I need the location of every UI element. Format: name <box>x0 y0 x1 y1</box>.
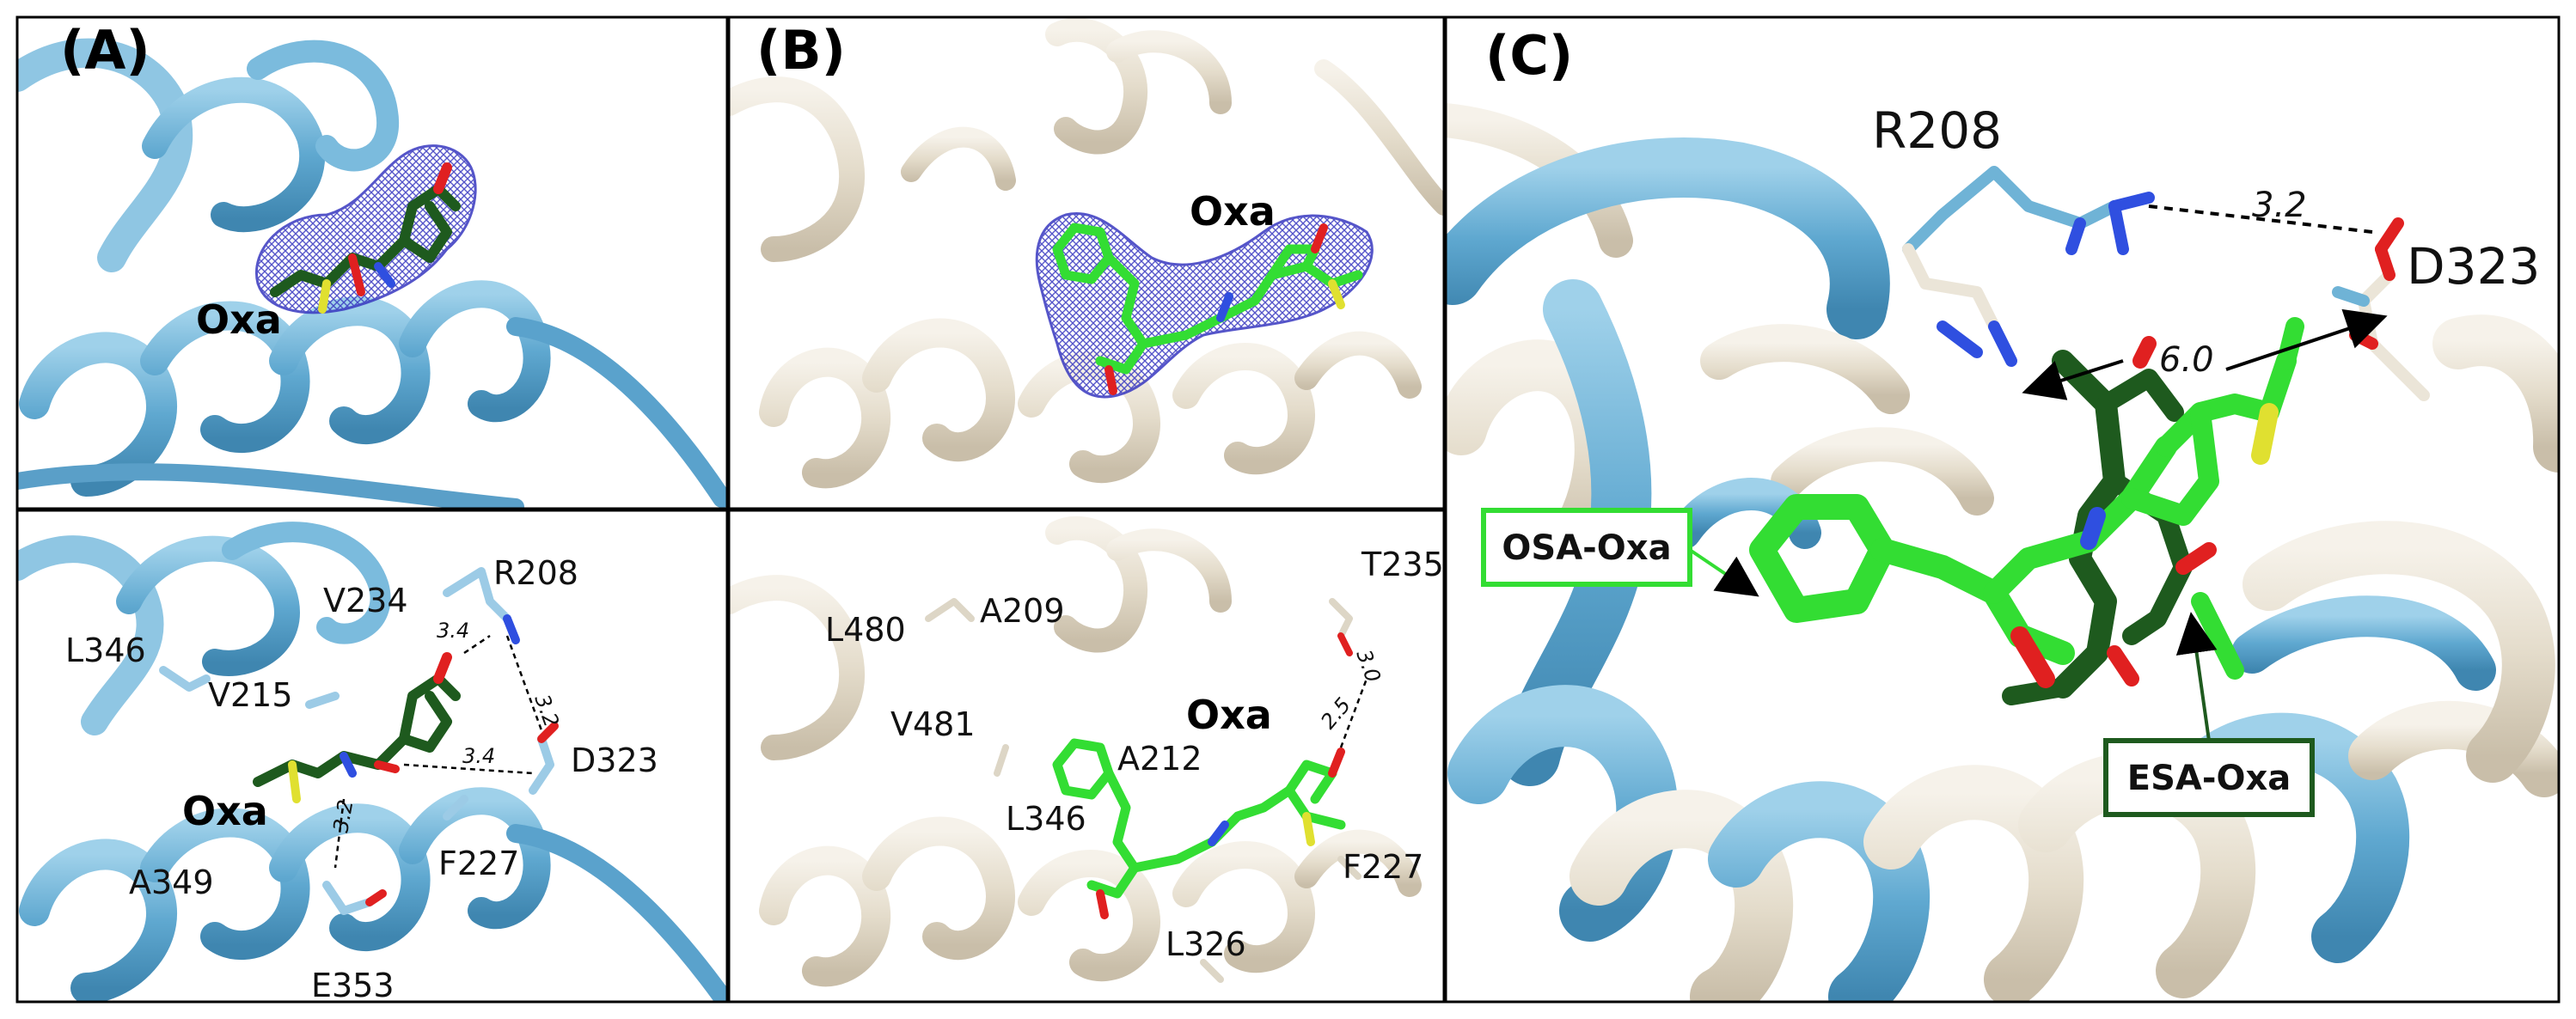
residue-label-f227: F227 <box>438 845 519 882</box>
residue-label-a212: A212 <box>1117 740 1202 778</box>
protein-ribbon <box>17 38 727 509</box>
residue-label-r208: R208 <box>493 554 578 592</box>
residue-label-l326: L326 <box>1166 925 1246 963</box>
residue-label-v215: V215 <box>208 676 293 714</box>
panel-borders <box>15 15 2561 1004</box>
distance-lines <box>1339 678 1368 748</box>
panel-a-top: (A) Oxa <box>17 17 727 509</box>
panel-b-top: (B) Oxa <box>729 17 1444 509</box>
panel-letter-c: (C) <box>1485 24 1573 87</box>
distance-label: 3.2 <box>328 798 358 834</box>
esa-oxa-callout: ESA-Oxa <box>2103 612 2315 817</box>
panel-a-bottom: Oxa R208 V234 L346 V215 D323 A349 F227 E… <box>17 510 727 1004</box>
residue-label-a209: A209 <box>980 592 1065 630</box>
protein-ribbon <box>1446 103 2559 1002</box>
protein-ribbon <box>729 516 1422 987</box>
residue-label-r208: R208 <box>1872 101 2002 160</box>
distance-label: 3.4 <box>437 619 469 643</box>
distance-label: 3.2 <box>2252 186 2307 225</box>
panel-c: R208 D323 3.2 6.0 (C) OSA-Oxa ESA-Oxa <box>1446 17 2559 1002</box>
side-chains <box>159 567 559 915</box>
ligand-label: Oxa <box>182 788 268 834</box>
ligand-label: Oxa <box>1186 692 1272 738</box>
callout-label: OSA-Oxa <box>1502 528 1671 568</box>
residue-label-l346: L346 <box>1006 800 1086 838</box>
osa-oxa-callout: OSA-Oxa <box>1481 508 1759 597</box>
panel-letter-b: (B) <box>756 19 846 82</box>
residue-label-l346: L346 <box>65 632 146 669</box>
callout-label: ESA-Oxa <box>2127 759 2291 798</box>
residue-label-l480: L480 <box>825 611 906 649</box>
protein-ribbon <box>729 17 1444 489</box>
distance-label: 3.4 <box>462 744 495 768</box>
distance-lines <box>333 634 543 869</box>
residue-label-d323: D323 <box>571 741 658 779</box>
residue-label-d323: D323 <box>2407 237 2540 296</box>
distance-lines <box>2022 204 2388 400</box>
ligand-label: Oxa <box>196 296 282 343</box>
protein-ribbon <box>17 522 727 1002</box>
osa-oxa-ligand <box>1749 317 2304 688</box>
osa-oxa-ligand <box>1052 223 1363 395</box>
esa-oxa-ligand <box>253 652 461 803</box>
density-mesh <box>1035 212 1374 399</box>
side-chains <box>925 598 1361 983</box>
panel-letter-a: (A) <box>60 19 150 82</box>
density-mesh <box>255 144 477 314</box>
residue-label-t235: T235 <box>1361 546 1444 583</box>
panel-b-bottom: Oxa T235 L480 A209 V481 A212 L346 F227 L… <box>729 510 1444 1002</box>
residue-r208-side-chain <box>1902 166 2155 367</box>
osa-oxa-ligand <box>1052 738 1346 919</box>
residue-label-f227: F227 <box>1343 848 1423 886</box>
residue-label-a349: A349 <box>129 863 214 901</box>
esa-oxa-ligand <box>270 162 461 314</box>
ligand-label: Oxa <box>1190 188 1276 235</box>
distance-label: 6.0 <box>2159 340 2214 380</box>
residue-label-v481: V481 <box>890 705 976 743</box>
residue-label-v234: V234 <box>323 582 408 619</box>
residue-label-e353: E353 <box>311 967 395 1004</box>
